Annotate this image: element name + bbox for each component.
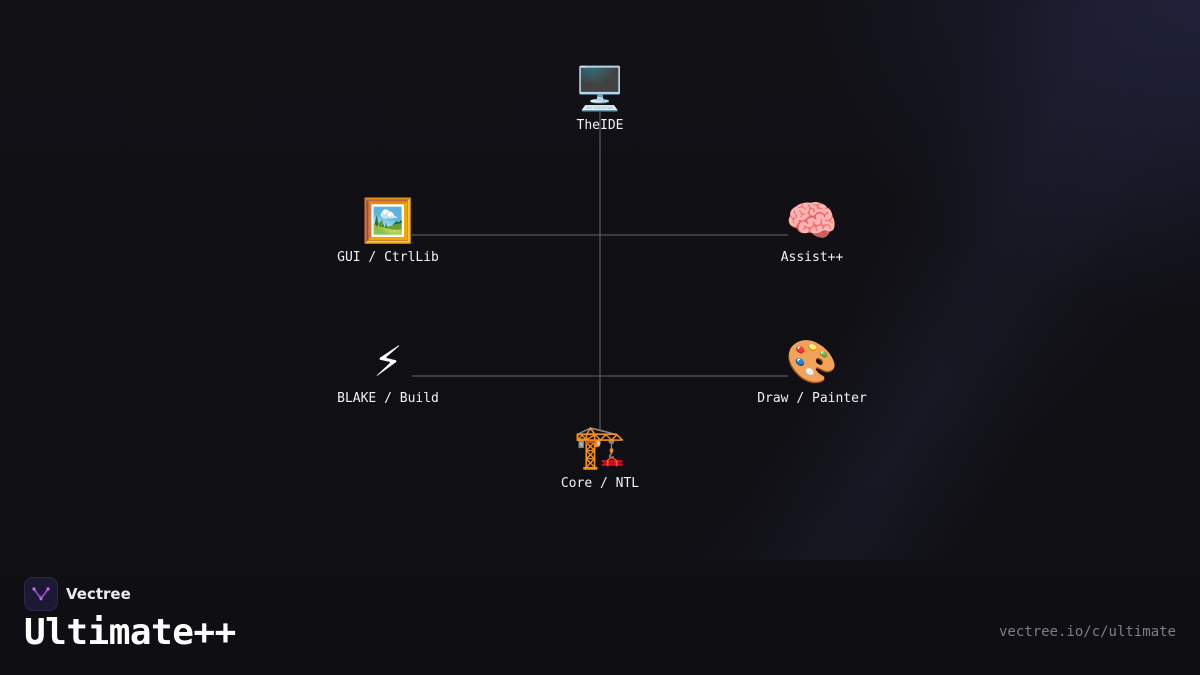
artist-palette-icon: 🎨 xyxy=(785,337,839,386)
page-title: Ultimate++ xyxy=(24,612,236,653)
brand: Vectree xyxy=(24,577,131,611)
brand-name: Vectree xyxy=(66,585,131,603)
lightning-icon: ⚡ xyxy=(373,337,403,386)
node-assist: 🧠 Assist++ xyxy=(712,196,912,266)
construction-crane-icon: 🏗️ xyxy=(573,422,627,471)
framed-picture-icon: 🖼️ xyxy=(361,196,415,245)
node-label: TheIDE xyxy=(576,118,624,133)
node-core-ntl: 🏗️ Core / NTL xyxy=(500,422,700,492)
node-label: GUI / CtrlLib xyxy=(337,250,439,265)
source-url: vectree.io/c/ultimate xyxy=(998,624,1176,640)
node-blake-build: ⚡ BLAKE / Build xyxy=(288,337,488,407)
vectree-logo-icon xyxy=(24,577,58,611)
node-label: BLAKE / Build xyxy=(337,391,439,406)
node-draw-painter: 🎨 Draw / Painter xyxy=(712,337,912,407)
node-label: Draw / Painter xyxy=(757,391,867,406)
brain-icon: 🧠 xyxy=(785,196,839,245)
node-label: Assist++ xyxy=(780,250,844,265)
node-gui-ctrllib: 🖼️ GUI / CtrlLib xyxy=(288,196,488,266)
node-theide: 🖥️ TheIDE xyxy=(500,64,700,134)
node-label: Core / NTL xyxy=(560,476,640,491)
desktop-computer-icon: 🖥️ xyxy=(573,64,627,113)
